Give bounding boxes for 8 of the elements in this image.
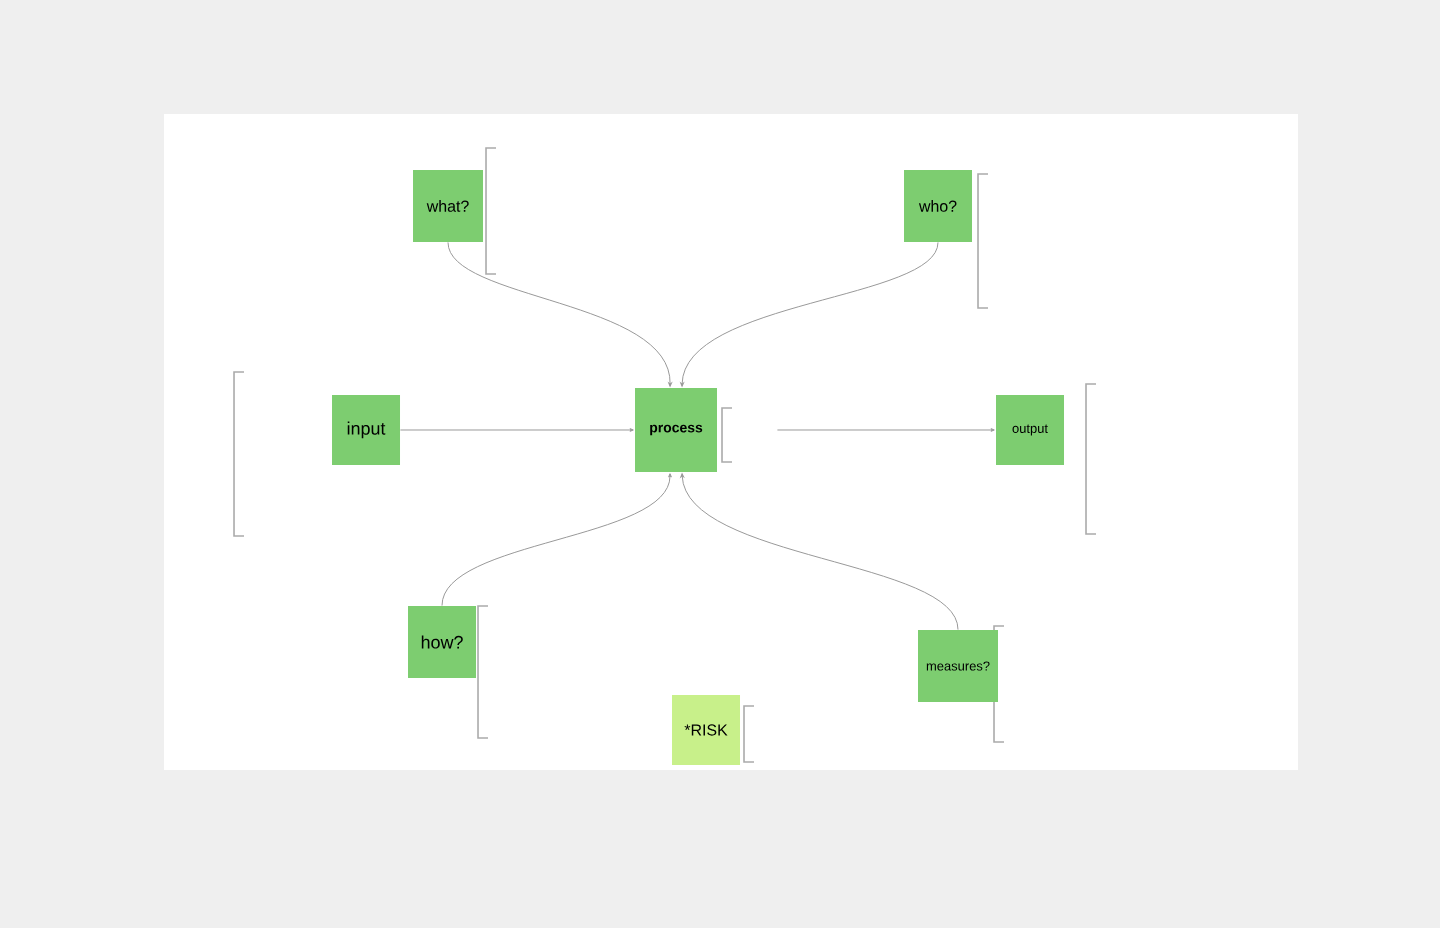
arrow xyxy=(399,428,634,432)
sticky-note: input xyxy=(332,395,400,465)
sticky-note: how? xyxy=(408,606,476,678)
arrow xyxy=(680,473,959,631)
arrow xyxy=(441,473,672,607)
arrow xyxy=(680,241,939,387)
arrow xyxy=(447,241,672,387)
arrow xyxy=(776,428,995,432)
